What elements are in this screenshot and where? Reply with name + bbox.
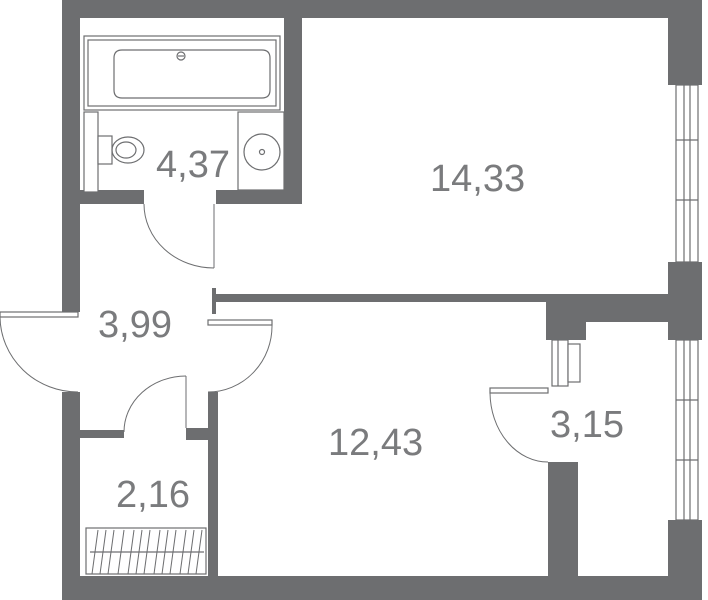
outer-walls [62, 0, 702, 600]
bathroom-bottom-wall-right [216, 190, 302, 204]
sink-icon [237, 111, 285, 191]
wardrobe-area-label: 2,16 [116, 474, 190, 516]
toilet-bowl [111, 136, 145, 164]
storage-top-wall [546, 294, 668, 322]
top-wall [62, 0, 702, 18]
bathtub-drain [176, 51, 186, 61]
bathroom-cabinet [83, 111, 99, 193]
door-icon [0, 203, 581, 463]
storage-area-label: 3,15 [550, 404, 624, 446]
hall-wall-stub [212, 288, 216, 314]
right-wall-top [668, 0, 702, 85]
bathroom-right-wall [284, 18, 302, 204]
bedroom-area-label: 12,43 [328, 422, 424, 464]
left-wall-upper [62, 0, 80, 312]
wardrobe-top-wall [80, 430, 124, 438]
right-wall-middle [668, 262, 702, 340]
storage-top-block [546, 322, 586, 340]
shelf-unit [85, 527, 207, 575]
left-wall-lower [62, 392, 80, 600]
wardrobe-wall-stub [186, 428, 218, 440]
window-upper [675, 84, 699, 263]
toilet-tank [97, 135, 113, 165]
toilet-icon [83, 111, 145, 193]
sink-basin [243, 133, 281, 171]
bathtub-icon [83, 35, 281, 111]
interior-walls [80, 18, 668, 576]
storage-left-wall [548, 462, 578, 576]
partition-wall [216, 294, 668, 302]
bathtub-rim [87, 39, 277, 107]
bathroom-area-label: 4,37 [156, 144, 230, 186]
wardrobe-right-wall [208, 392, 218, 576]
hallway-area-label: 3,99 [98, 304, 172, 346]
bottom-wall [62, 576, 702, 600]
bathroom-bottom-wall-left [80, 190, 144, 204]
living-room-area-label: 14,33 [430, 158, 526, 200]
window-icon [675, 84, 699, 521]
shelving-icon [85, 527, 207, 575]
window-lower [675, 339, 699, 521]
right-wall-bottom [668, 520, 702, 600]
sink-counter [237, 111, 285, 191]
